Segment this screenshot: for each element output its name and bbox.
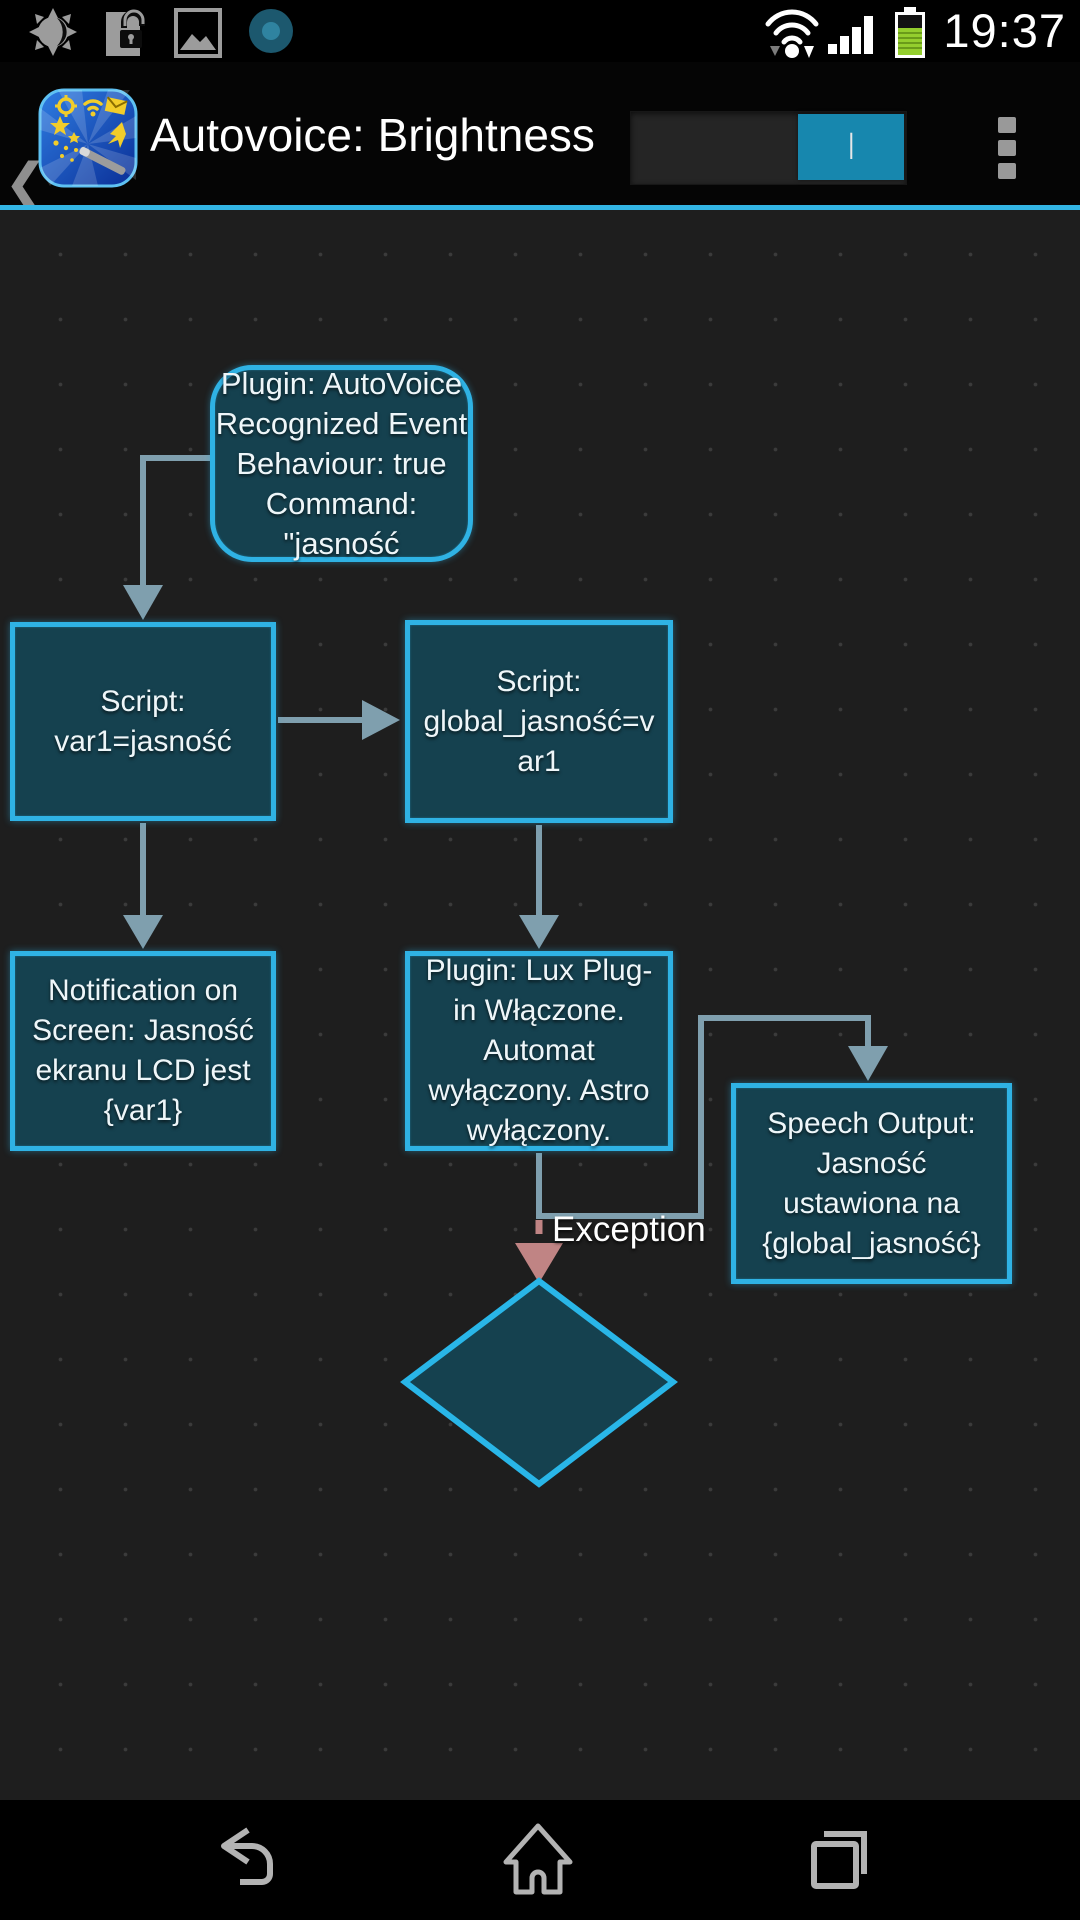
flowchart-canvas[interactable]: Plugin: AutoVoice Recognized Event Behav… — [0, 210, 1080, 1800]
node-script-var1[interactable]: Script: var1=jasność — [10, 622, 276, 821]
node-label: Speech Output: Jasność ustawiona na {glo… — [762, 1106, 981, 1260]
decision-node[interactable] — [400, 1277, 678, 1488]
signal-strength-icon — [828, 16, 873, 54]
gallery-icon — [174, 8, 222, 58]
flow-enabled-toggle[interactable]: I — [630, 111, 907, 185]
connector-script1-to-script2 — [278, 700, 400, 740]
wifi-icon — [765, 9, 819, 58]
status-bar: 19:37 — [0, 0, 1080, 62]
screen-lock-icon — [106, 9, 145, 56]
node-trigger-autovoice[interactable]: Plugin: AutoVoice Recognized Event Behav… — [210, 365, 473, 562]
status-bar-clock: 19:37 — [943, 4, 1066, 57]
node-label: Notification on Screen: Jasność ekranu L… — [32, 974, 254, 1127]
app-notification-icon — [249, 9, 293, 53]
connector-script1-to-notification — [123, 823, 163, 949]
action-bar: ❮ — [0, 62, 1080, 209]
connector-trigger-to-script1 — [123, 455, 212, 620]
node-label: Script: global_jasność=v ar1 — [423, 664, 655, 778]
home-button[interactable] — [500, 1822, 576, 1898]
toggle-thumb[interactable]: I — [798, 114, 904, 180]
overflow-menu-icon[interactable] — [998, 117, 1018, 179]
node-plugin-lux[interactable]: Plugin: Lux Plug- in Włączone. Automat w… — [405, 951, 673, 1151]
battery-icon — [895, 7, 925, 58]
connector-script2-to-lux — [519, 825, 559, 949]
node-label: Plugin: Lux Plug- in Włączone. Automat w… — [425, 954, 653, 1147]
connector-exception — [515, 1220, 563, 1283]
node-notification-on-screen[interactable]: Notification on Screen: Jasność ekranu L… — [10, 951, 276, 1151]
page-title: Autovoice: Brightness — [150, 109, 595, 161]
app-icon[interactable] — [38, 88, 138, 188]
recents-button[interactable] — [802, 1822, 878, 1898]
connector-layer — [123, 455, 888, 1488]
back-button[interactable] — [208, 1822, 284, 1898]
brightness-icon — [29, 8, 77, 56]
connector-lux-to-speech — [536, 1015, 888, 1219]
actionbar-accent-underline — [0, 205, 1080, 210]
exception-edge-label: Exception — [552, 1210, 706, 1249]
node-script-global[interactable]: Script: global_jasność=v ar1 — [405, 620, 673, 823]
node-label: Script: var1=jasność — [54, 684, 232, 758]
node-label: Plugin: AutoVoice Recognized Event Behav… — [215, 365, 468, 561]
toggle-on-glyph: I — [848, 125, 854, 168]
node-speech-output[interactable]: Speech Output: Jasność ustawiona na {glo… — [731, 1083, 1012, 1284]
navigation-bar — [0, 1800, 1080, 1920]
